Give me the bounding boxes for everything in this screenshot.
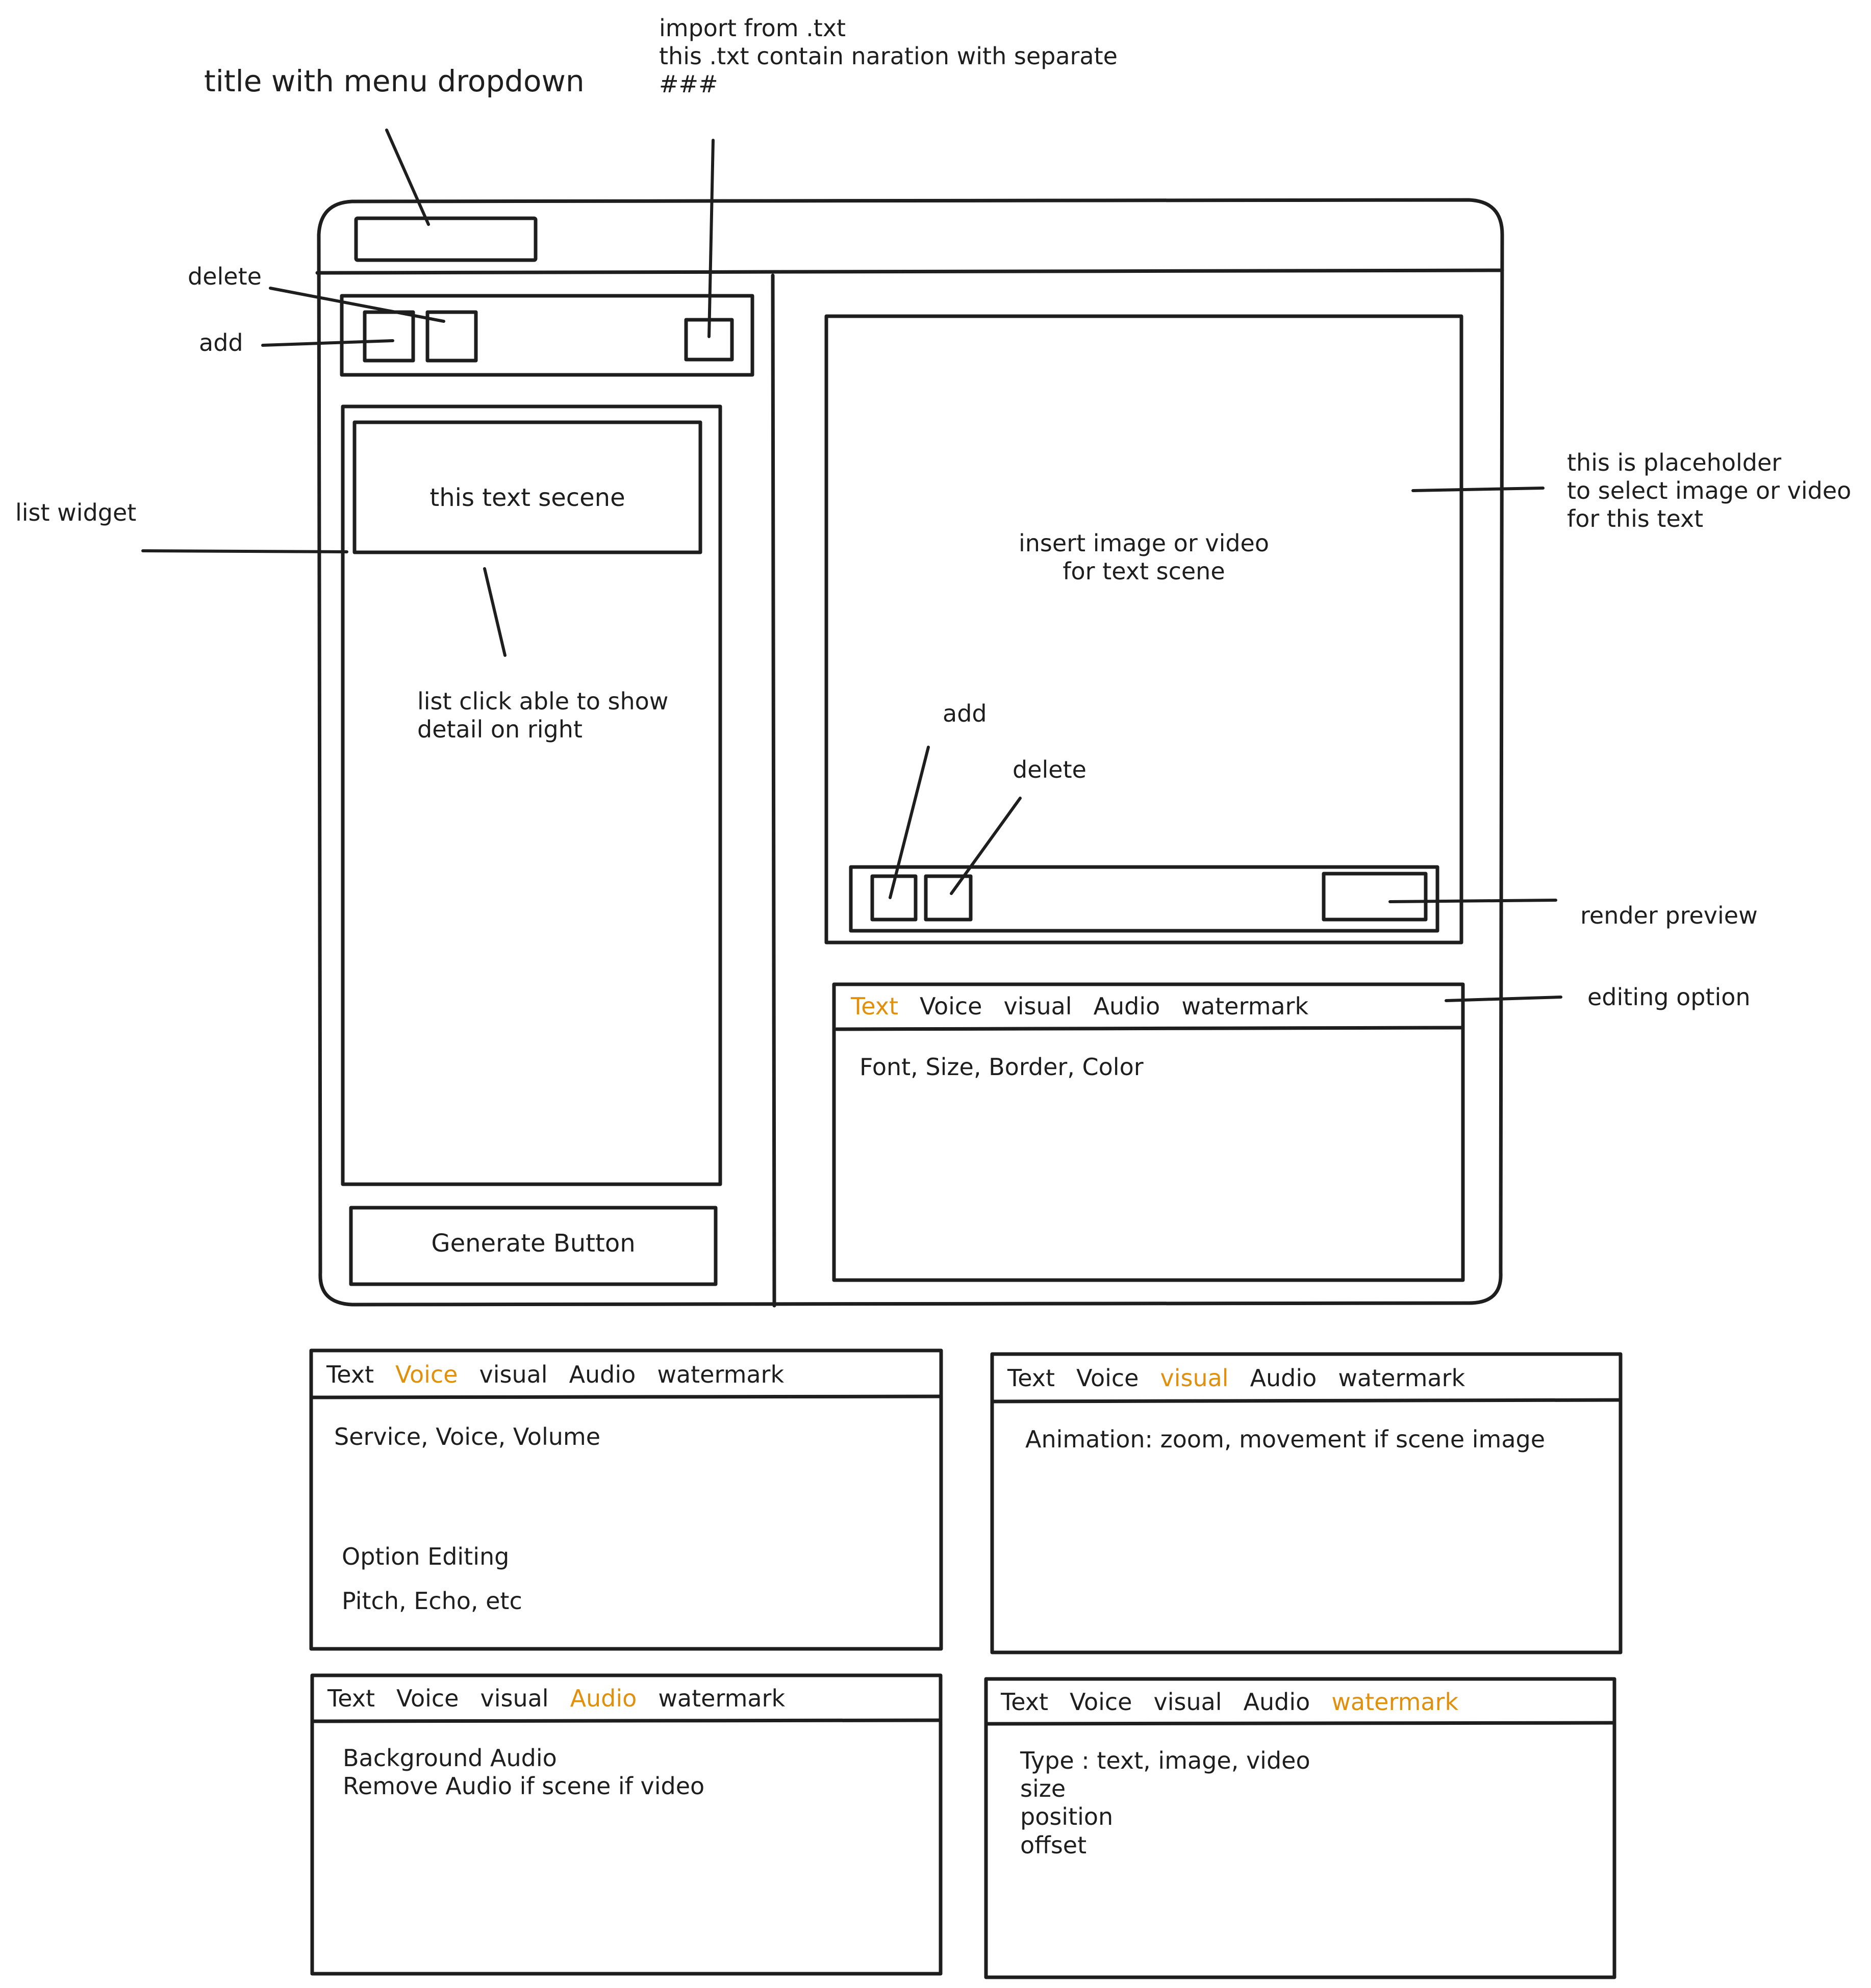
- leader-editing: [1445, 996, 1562, 1002]
- tab-watermark[interactable]: watermark: [1181, 992, 1309, 1020]
- audio-panel-line: Background Audio: [343, 1744, 557, 1772]
- annotation-add-media: add: [943, 700, 987, 727]
- tab-watermark[interactable]: watermark: [1338, 1364, 1465, 1392]
- visual-panel: [990, 1352, 1623, 1654]
- add-scene-button: [363, 310, 415, 363]
- delete-scene-button: [425, 310, 478, 363]
- voice-panel-tabs: Text Voice visual Audio watermark: [326, 1361, 784, 1388]
- media-placeholder-line: for text scene: [1063, 557, 1225, 585]
- tab-text[interactable]: Text: [326, 1361, 374, 1388]
- watermark-panel-tabs: Text Voice visual Audio watermark: [1001, 1688, 1458, 1716]
- watermark-panel-line: Type : text, image, video: [1020, 1747, 1310, 1774]
- leader-add-media: [889, 746, 930, 899]
- voice-panel-option-editing: Option Editing: [342, 1543, 510, 1570]
- scene-list-item: [352, 420, 702, 554]
- scene-list: [341, 404, 722, 1186]
- tab-audio[interactable]: Audio: [1243, 1688, 1310, 1716]
- annotation-placeholder-line: for this text: [1567, 505, 1704, 533]
- media-placeholder-line: insert image or video: [1019, 529, 1269, 557]
- leader-title: [385, 129, 430, 226]
- annotation-import-line: this .txt contain naration with separate: [659, 42, 1118, 70]
- annotation-list-click-line: list click able to show: [417, 687, 669, 715]
- annotation-placeholder-line: to select image or video: [1567, 477, 1852, 505]
- render-preview-button: [1322, 872, 1428, 922]
- tab-audio[interactable]: Audio: [570, 1685, 637, 1712]
- tab-voice[interactable]: Voice: [1076, 1364, 1139, 1392]
- leader-list-click: [483, 567, 507, 657]
- generate-button: [349, 1206, 718, 1286]
- title-menu-dropdown: [354, 216, 538, 262]
- audio-panel: [310, 1673, 943, 1976]
- watermark-panel: [984, 1677, 1616, 1979]
- tab-audio[interactable]: Audio: [569, 1361, 636, 1388]
- annotation-import-line: import from .txt: [659, 14, 846, 42]
- tab-watermark[interactable]: watermark: [657, 1361, 785, 1388]
- tab-audio[interactable]: Audio: [1093, 992, 1160, 1020]
- tab-text[interactable]: Text: [1007, 1364, 1055, 1392]
- splitter: [771, 273, 776, 1308]
- annotation-import-line: ###: [659, 70, 718, 98]
- annotation-title-menu: title with menu dropdown: [204, 64, 585, 98]
- annotation-placeholder: this is placeholder to select image or v…: [1567, 449, 1851, 533]
- leader-delete: [269, 287, 445, 323]
- tab-visual[interactable]: visual: [479, 1361, 548, 1388]
- leader-placeholder: [1411, 487, 1545, 492]
- annotation-import: import from .txt this .txt contain narat…: [659, 14, 1118, 99]
- add-media-button: [870, 874, 918, 922]
- tab-voice[interactable]: Voice: [920, 992, 982, 1020]
- leader-delete-media: [950, 797, 1022, 895]
- voice-panel: [309, 1348, 943, 1651]
- app-window: [317, 198, 1504, 1307]
- annotation-list-widget: list widget: [15, 499, 137, 526]
- delete-media-button: [924, 874, 973, 922]
- editing-panel: [832, 982, 1465, 1282]
- visual-panel-options: Animation: zoom, movement if scene image: [1025, 1425, 1546, 1453]
- audio-panel-tabs: Text Voice visual Audio watermark: [327, 1685, 785, 1712]
- annotation-delete-media: delete: [1013, 756, 1086, 783]
- tab-text[interactable]: Text: [327, 1685, 375, 1712]
- watermark-panel-line: size: [1020, 1775, 1066, 1803]
- tab-visual[interactable]: visual: [1003, 992, 1072, 1020]
- tab-visual[interactable]: visual: [1153, 1688, 1222, 1716]
- tab-watermark[interactable]: watermark: [1331, 1688, 1459, 1716]
- watermark-panel-line: offset: [1020, 1831, 1087, 1859]
- generate-button-label[interactable]: Generate Button: [431, 1229, 636, 1258]
- watermark-panel-line: position: [1020, 1803, 1114, 1831]
- tab-voice[interactable]: Voice: [396, 1685, 459, 1712]
- tab-audio[interactable]: Audio: [1250, 1364, 1317, 1392]
- tab-visual[interactable]: visual: [480, 1685, 549, 1712]
- media-toolbar: [849, 865, 1439, 933]
- tab-voice[interactable]: Voice: [395, 1361, 458, 1388]
- visual-panel-tabs: Text Voice visual Audio watermark: [1007, 1364, 1465, 1392]
- voice-panel-options: Service, Voice, Volume: [334, 1423, 600, 1450]
- annotation-render-preview: render preview: [1580, 902, 1758, 929]
- editing-panel-tabs: Text Voice visual Audio watermark: [851, 992, 1308, 1020]
- tab-watermark[interactable]: watermark: [658, 1685, 786, 1712]
- tab-voice[interactable]: Voice: [1070, 1688, 1132, 1716]
- voice-panel-effects: Pitch, Echo, etc: [342, 1587, 522, 1615]
- leader-render: [1388, 899, 1557, 903]
- audio-panel-options: Background Audio Remove Audio if scene i…: [343, 1744, 704, 1800]
- annotation-list-click: list click able to show detail on right: [417, 687, 668, 744]
- annotation-delete: delete: [188, 263, 262, 290]
- audio-panel-line: Remove Audio if scene if video: [343, 1772, 705, 1800]
- annotation-placeholder-line: this is placeholder: [1567, 449, 1782, 476]
- tab-text[interactable]: Text: [851, 992, 899, 1020]
- media-placeholder: [824, 314, 1463, 945]
- leader-list-widget: [141, 549, 348, 553]
- text-panel-options: Font, Size, Border, Color: [859, 1053, 1144, 1081]
- scene-list-item-label[interactable]: this text secene: [429, 483, 625, 512]
- tab-visual[interactable]: visual: [1160, 1364, 1229, 1392]
- leader-add: [261, 339, 394, 347]
- left-toolbar: [340, 294, 754, 377]
- tab-text[interactable]: Text: [1001, 1688, 1049, 1716]
- annotation-add: add: [199, 329, 243, 356]
- annotation-list-click-line: detail on right: [417, 716, 583, 744]
- annotation-editing-option: editing option: [1587, 983, 1751, 1011]
- watermark-panel-options: Type : text, image, video size position …: [1020, 1747, 1310, 1859]
- media-placeholder-text: insert image or video for text scene: [826, 529, 1461, 585]
- leader-import: [707, 139, 715, 338]
- window-titlebar-divider: [315, 268, 1504, 275]
